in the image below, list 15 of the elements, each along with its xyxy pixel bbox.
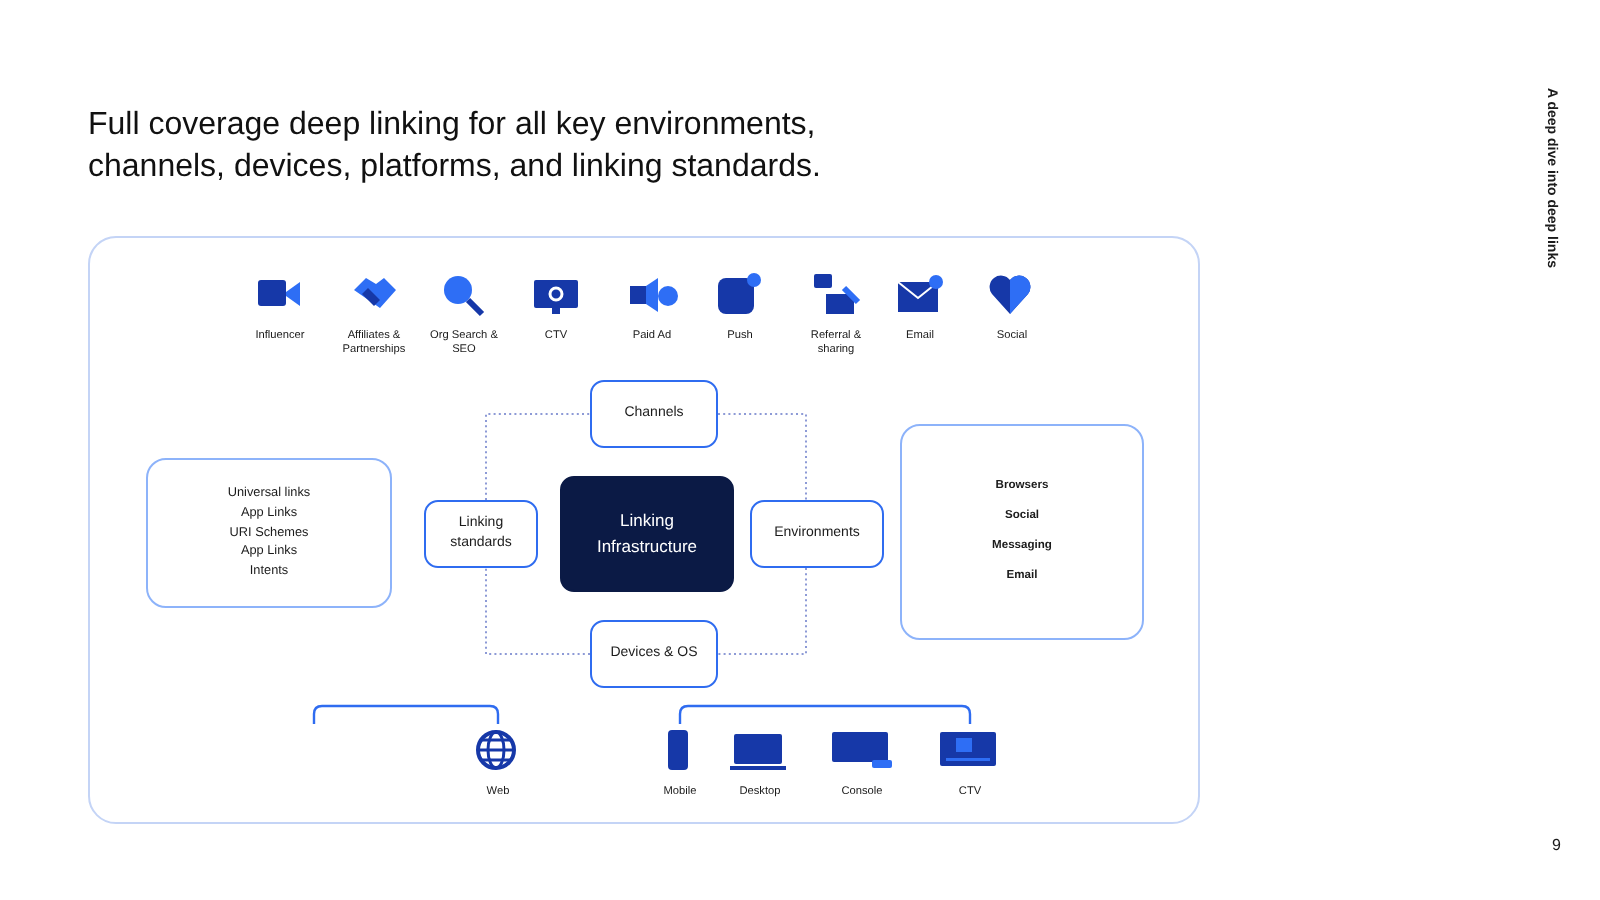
slide-title: Full coverage deep linking for all key environments, channels, devices, platforms, and linking standards. (88, 106, 823, 188)
environments-list-box (900, 424, 1144, 640)
dotted-connector (717, 567, 807, 655)
dotted-connector (485, 567, 591, 655)
box-title: Linking Infrastructure (594, 508, 700, 560)
devices-box (590, 620, 718, 688)
dotted-connector (485, 413, 591, 501)
page-number: 9 (1552, 836, 1561, 854)
environments-box (750, 500, 884, 568)
standards-box (424, 500, 538, 568)
core-box (560, 476, 734, 592)
panel-background (88, 236, 1200, 824)
dotted-connector (717, 413, 807, 501)
channels-box (590, 380, 718, 448)
standards-list-box (146, 458, 392, 608)
